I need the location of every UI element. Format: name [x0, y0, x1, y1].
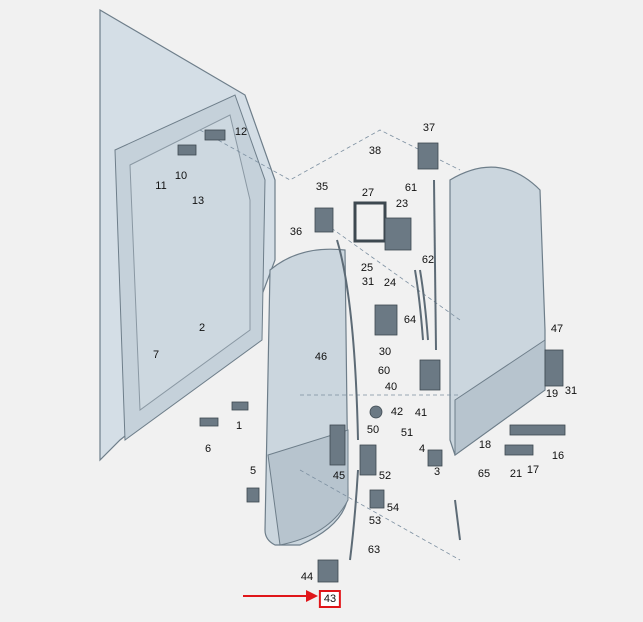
part-label-2[interactable]: 2 [198, 322, 206, 334]
part-label-21[interactable]: 21 [509, 468, 523, 480]
part-label-1[interactable]: 1 [235, 420, 243, 432]
part-label-24[interactable]: 24 [383, 277, 397, 289]
part-label-65[interactable]: 65 [477, 468, 491, 480]
part-label-31[interactable]: 31 [564, 385, 578, 397]
part-53 [369, 489, 385, 509]
part-label-13[interactable]: 13 [191, 195, 205, 207]
part-label-41[interactable]: 41 [414, 407, 428, 419]
part-5 [246, 487, 260, 503]
part-45 [329, 424, 346, 466]
part-label-51[interactable]: 51 [400, 427, 414, 439]
part-27 [353, 201, 387, 243]
part-label-54[interactable]: 54 [386, 502, 400, 514]
part-label-40[interactable]: 40 [384, 381, 398, 393]
part-label-45[interactable]: 45 [332, 470, 346, 482]
part-label-7[interactable]: 7 [152, 349, 160, 361]
part-label-44[interactable]: 44 [300, 571, 314, 583]
part-label-18[interactable]: 18 [478, 439, 492, 451]
part-label-37[interactable]: 37 [422, 122, 436, 134]
part-label-5[interactable]: 5 [249, 465, 257, 477]
part-label-43[interactable]: 43 [318, 590, 342, 608]
part-label-50[interactable]: 50 [366, 424, 380, 436]
part-16 [509, 424, 566, 436]
part-1 [231, 401, 249, 411]
highlight-arrow-head [306, 590, 318, 602]
part-3 [427, 449, 443, 467]
part-label-19[interactable]: 19 [545, 388, 559, 400]
part-label-60[interactable]: 60 [377, 365, 391, 377]
part-label-53[interactable]: 53 [368, 515, 382, 527]
part-label-11[interactable]: 11 [155, 180, 167, 192]
part-37 [417, 142, 439, 170]
part-label-12[interactable]: 12 [234, 126, 248, 138]
part-label-47[interactable]: 47 [550, 323, 564, 335]
part-label-16[interactable]: 16 [551, 450, 565, 462]
part-10 [177, 144, 197, 156]
part-35 [314, 207, 334, 233]
part-12 [204, 129, 226, 141]
part-label-6[interactable]: 6 [204, 443, 212, 455]
part-label-61[interactable]: 61 [404, 182, 418, 194]
rear-window-frame [129, 114, 251, 411]
part-6 [199, 417, 219, 427]
part-23 [384, 217, 412, 251]
part-label-10[interactable]: 10 [174, 170, 188, 182]
part-label-36[interactable]: 36 [289, 226, 303, 238]
part-40 [419, 359, 441, 391]
part-label-25[interactable]: 25 [360, 262, 374, 274]
part-label-46[interactable]: 46 [314, 351, 328, 363]
part-label-38[interactable]: 38 [368, 145, 382, 157]
part-label-35[interactable]: 35 [315, 181, 329, 193]
part-label-4[interactable]: 4 [418, 443, 426, 455]
part-label-3[interactable]: 3 [433, 466, 441, 478]
right-door-cladding [454, 339, 546, 456]
part-label-62[interactable]: 62 [421, 254, 435, 266]
part-label-52[interactable]: 52 [378, 470, 392, 482]
part-50 [359, 444, 377, 476]
part-label-30[interactable]: 30 [378, 346, 392, 358]
part-label-31[interactable]: 31 [361, 276, 375, 288]
part-label-23[interactable]: 23 [395, 198, 409, 210]
left-door-cladding [267, 429, 349, 546]
part-label-63[interactable]: 63 [367, 544, 381, 556]
part-label-64[interactable]: 64 [403, 314, 417, 326]
part-label-17[interactable]: 17 [526, 464, 540, 476]
part-17 [504, 444, 534, 456]
part-47 [544, 349, 564, 387]
part-43 [317, 559, 339, 583]
part-30 [374, 304, 398, 336]
part-label-27[interactable]: 27 [361, 187, 375, 199]
part-label-42[interactable]: 42 [390, 406, 404, 418]
part-42 [369, 405, 383, 419]
